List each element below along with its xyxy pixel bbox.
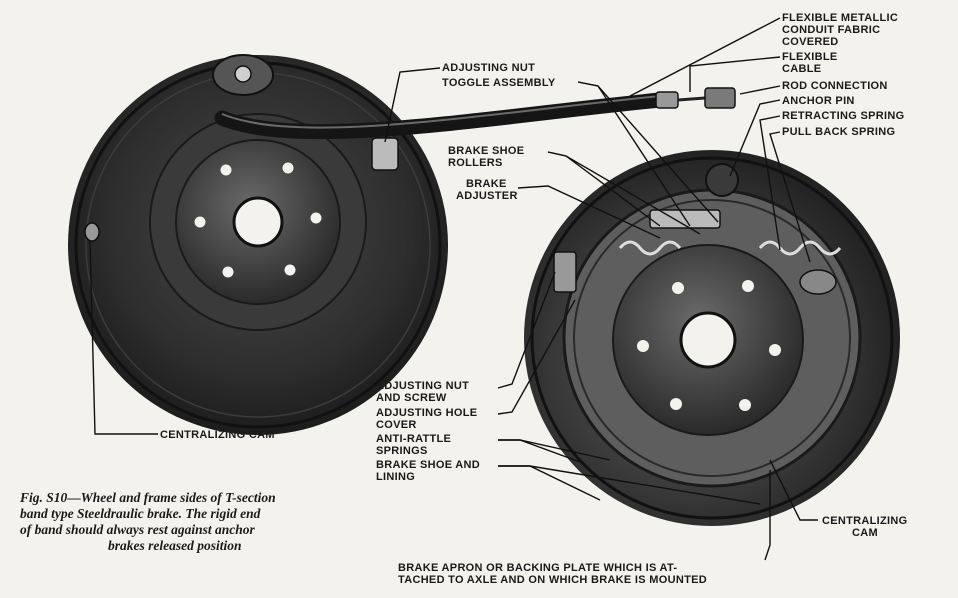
leader-lines <box>89 17 818 561</box>
label-adjusting-hole-cover: ADJUSTING HOLE COVER <box>376 407 478 431</box>
label-rod-connection: ROD CONNECTION <box>782 80 888 92</box>
label-pull-back-spring: PULL BACK SPRING <box>782 126 896 138</box>
label-retracting-spring: RETRACTING SPRING <box>782 110 905 122</box>
figure-caption: Fig. S10—Wheel and frame sides of T-sect… <box>20 490 276 553</box>
label-flexible-metallic-conduit: FLEXIBLE METALLIC CONDUIT FABRIC COVERED <box>782 12 899 48</box>
label-adjusting-nut: ADJUSTING NUT <box>442 62 536 74</box>
label-flexible-cable: FLEXIBLE CABLE <box>782 51 838 75</box>
label-anchor-pin: ANCHOR PIN <box>782 95 855 107</box>
label-brake-shoe-and-lining: BRAKE SHOE AND LINING <box>376 459 481 483</box>
right-brake-assembly <box>524 150 900 526</box>
label-adjusting-nut-and-screw: ADJUSTING NUT AND SCREW <box>376 380 470 404</box>
left-backing-plate <box>68 54 448 435</box>
label-centralizing-cam-left: CENTRALIZING CAM <box>160 429 275 441</box>
label-backing-plate: BRAKE APRON OR BACKING PLATE WHICH IS AT… <box>398 562 707 586</box>
flexible-conduit <box>214 87 736 140</box>
label-anti-rattle-springs: ANTI-RATTLE SPRINGS <box>376 433 452 457</box>
label-toggle-assembly: TOGGLE ASSEMBLY <box>442 77 556 89</box>
label-brake-adjuster: BRAKE ADJUSTER <box>456 178 518 202</box>
label-centralizing-cam-right: CENTRALIZING CAM <box>822 515 908 539</box>
label-brake-shoe-rollers: BRAKE SHOE ROLLERS <box>448 145 525 169</box>
